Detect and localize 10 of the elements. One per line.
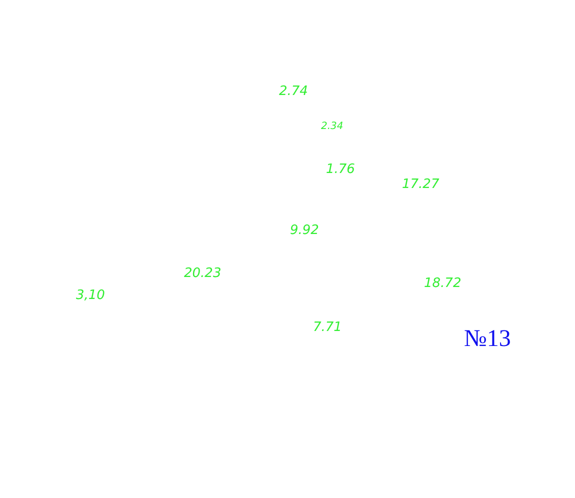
dimension-value: 7.71: [313, 321, 342, 334]
dimension-value: 1.76: [326, 163, 355, 176]
dimension-value: 20.23: [184, 267, 222, 280]
dimension-value: 17.27: [402, 178, 440, 191]
dimension-value: 3,10: [76, 289, 105, 302]
dimension-value: 2.74: [279, 85, 308, 98]
dimension-value: 2.34: [321, 122, 344, 132]
sheet-number: №13: [464, 327, 511, 351]
dimension-value: 18.72: [424, 277, 462, 290]
dimension-value: 9.92: [290, 224, 319, 237]
